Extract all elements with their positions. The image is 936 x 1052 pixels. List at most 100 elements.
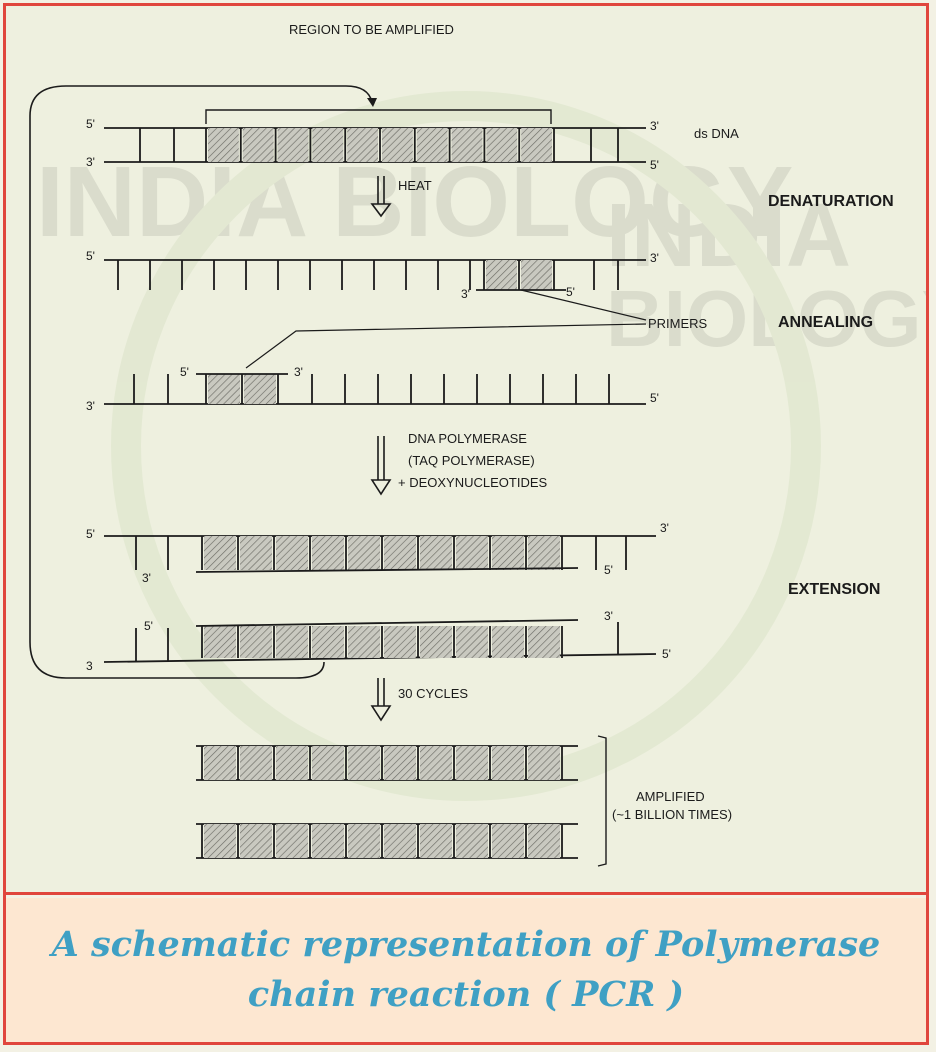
extension-1-new-strand: [492, 536, 524, 570]
extension-1-new-backbone: [195, 567, 579, 573]
amplified-2-block: [492, 824, 524, 858]
figure-caption: A schematic representation of Polymerase…: [26, 920, 906, 1020]
amplified-1-block: [240, 746, 272, 780]
extension-1-new-3-label: 3': [142, 571, 151, 585]
extension-2-new-strand: [276, 626, 308, 658]
ds-dna-label: ds DNA: [694, 126, 739, 141]
extension-2-new-strand: [420, 626, 452, 658]
region-bracket: [205, 109, 552, 124]
primer-top-3-label: 3': [461, 287, 470, 301]
primer-top-5-label: 5': [566, 285, 575, 299]
primer-top: [486, 260, 517, 290]
extension-1-new-strand: [420, 536, 452, 570]
dsdna-5-end-label-right: 5': [650, 158, 659, 172]
primer-bottom-3-label: 3': [294, 365, 303, 379]
amplified-1-block: [420, 746, 452, 780]
extension-1-new-strand: [240, 536, 272, 570]
primer-top: [521, 260, 552, 290]
dsdna-target-region: [277, 128, 309, 162]
extension-1-new-strand: [276, 536, 308, 570]
stage-annealing: ANNEALING: [778, 314, 873, 331]
extension-1-new-strand: [456, 536, 488, 570]
cycle-loop-arrowhead: [367, 98, 377, 107]
extension-1-new-strand: [312, 536, 344, 570]
extension-1-new-strand: [204, 536, 236, 570]
amplified-2-block: [240, 824, 272, 858]
dsdna-3-end-label-right: 3': [650, 119, 659, 133]
primer-bottom: [208, 374, 240, 404]
extension-2-new-strand: [528, 626, 560, 658]
extension-1-new-strand: [384, 536, 416, 570]
extension-1-new-strand: [528, 536, 560, 570]
heat-label: HEAT: [398, 178, 432, 193]
extension-2-new-strand: [456, 626, 488, 658]
extension-1-5-label: 5': [86, 527, 95, 541]
extension-2-5-label: 5': [662, 647, 671, 661]
dsdna-5-end-label: 5': [86, 117, 95, 131]
extension-2-new-strand: [492, 626, 524, 658]
primer-leader-top: [520, 289, 647, 321]
extension-2-new-strand: [240, 626, 272, 658]
dsdna-target-region: [416, 128, 448, 162]
cycles-arrow: [370, 678, 392, 722]
primer-bottom-5-label: 5': [180, 365, 189, 379]
extension-1-new-5-label: 5': [604, 563, 613, 577]
amplified-2-block: [456, 824, 488, 858]
primer-leader-bottom: [245, 323, 647, 369]
amplified-1-block: [492, 746, 524, 780]
svg-text:INDIA: INDIA: [606, 186, 851, 286]
extension-2-new-strand: [204, 626, 236, 658]
extension-2-new-strand: [384, 626, 416, 658]
extension-1-new-strand: [348, 536, 380, 570]
watermark-text-left: INDIA BIOLOGY: [36, 146, 793, 258]
amplified-2-block: [384, 824, 416, 858]
extension-1-3-label: 3': [660, 521, 669, 535]
dna-strands: [103, 127, 657, 859]
region-label: REGION TO BE AMPLIFIED: [289, 22, 454, 37]
dsdna-target-region: [382, 128, 413, 162]
dsdna-3-end-label: 3': [86, 155, 95, 169]
amplified-2-block: [420, 824, 452, 858]
dsdna-target-region: [486, 128, 518, 162]
dsdna-target-region: [521, 128, 552, 162]
figure-frame: [3, 3, 929, 1045]
amplified-2-block: [312, 824, 344, 858]
caption-line-2: chain reaction ( PCR ): [247, 974, 685, 1015]
amplified-1-block: [456, 746, 488, 780]
polymerase-arrow: [370, 436, 392, 496]
caption-line-1: A schematic representation of Polymerase: [51, 924, 881, 965]
amplified-1-block: [528, 746, 560, 780]
template-bottom-5-label: 5': [650, 391, 659, 405]
amplified-label: AMPLIFIED: [636, 789, 705, 804]
extension-2-3-label: 3: [86, 659, 93, 673]
primers-label: PRIMERS: [648, 316, 708, 331]
amplified-1-block: [348, 746, 380, 780]
extension-2-new-5-label: 5': [144, 619, 153, 633]
extension-2-new-3-label: 3': [604, 609, 613, 623]
amplified-1-block: [384, 746, 416, 780]
pcr-diagram: INDIA BIOLOGY INDIA BIOLOGY: [29, 22, 926, 867]
stage-denaturation: DENATURATION: [768, 193, 894, 210]
pcr-diagram-panel: INDIA BIOLOGY INDIA BIOLOGY: [6, 6, 926, 895]
amplified-1-block: [312, 746, 344, 780]
deoxynucleotides-label: + DEOXYNUCLEOTIDES: [398, 475, 548, 490]
strand-end-labels: 5'3'3'5'5'3'3'5'3'5'5'3'5'3'3'5'35'5'3': [86, 117, 671, 673]
amplified-2-block: [528, 824, 560, 858]
template-bottom-3-label: 3': [86, 399, 95, 413]
amplified-2-block: [276, 824, 308, 858]
extension-2-new-backbone: [195, 619, 579, 627]
taq-polymerase-label: (TAQ POLYMERASE): [408, 453, 535, 468]
amplified-times-label: (~1 BILLION TIMES): [612, 807, 732, 822]
cycle-loop-arrow: [29, 85, 373, 679]
amplified-1-block: [204, 746, 236, 780]
extension-2-new-strand: [312, 626, 344, 658]
amplified-2-block: [348, 824, 380, 858]
watermark: INDIA BIOLOGY INDIA BIOLOGY: [36, 91, 926, 801]
heat-arrow: [370, 176, 392, 218]
svg-text:BIOLOGY: BIOLOGY: [606, 274, 926, 363]
template-top-3-label: 3': [650, 251, 659, 265]
dsdna-target-region: [208, 128, 239, 162]
polymerase-label: DNA POLYMERASE: [408, 431, 527, 446]
dsdna-target-region: [347, 128, 378, 162]
cycles-label: 30 CYCLES: [398, 686, 468, 701]
